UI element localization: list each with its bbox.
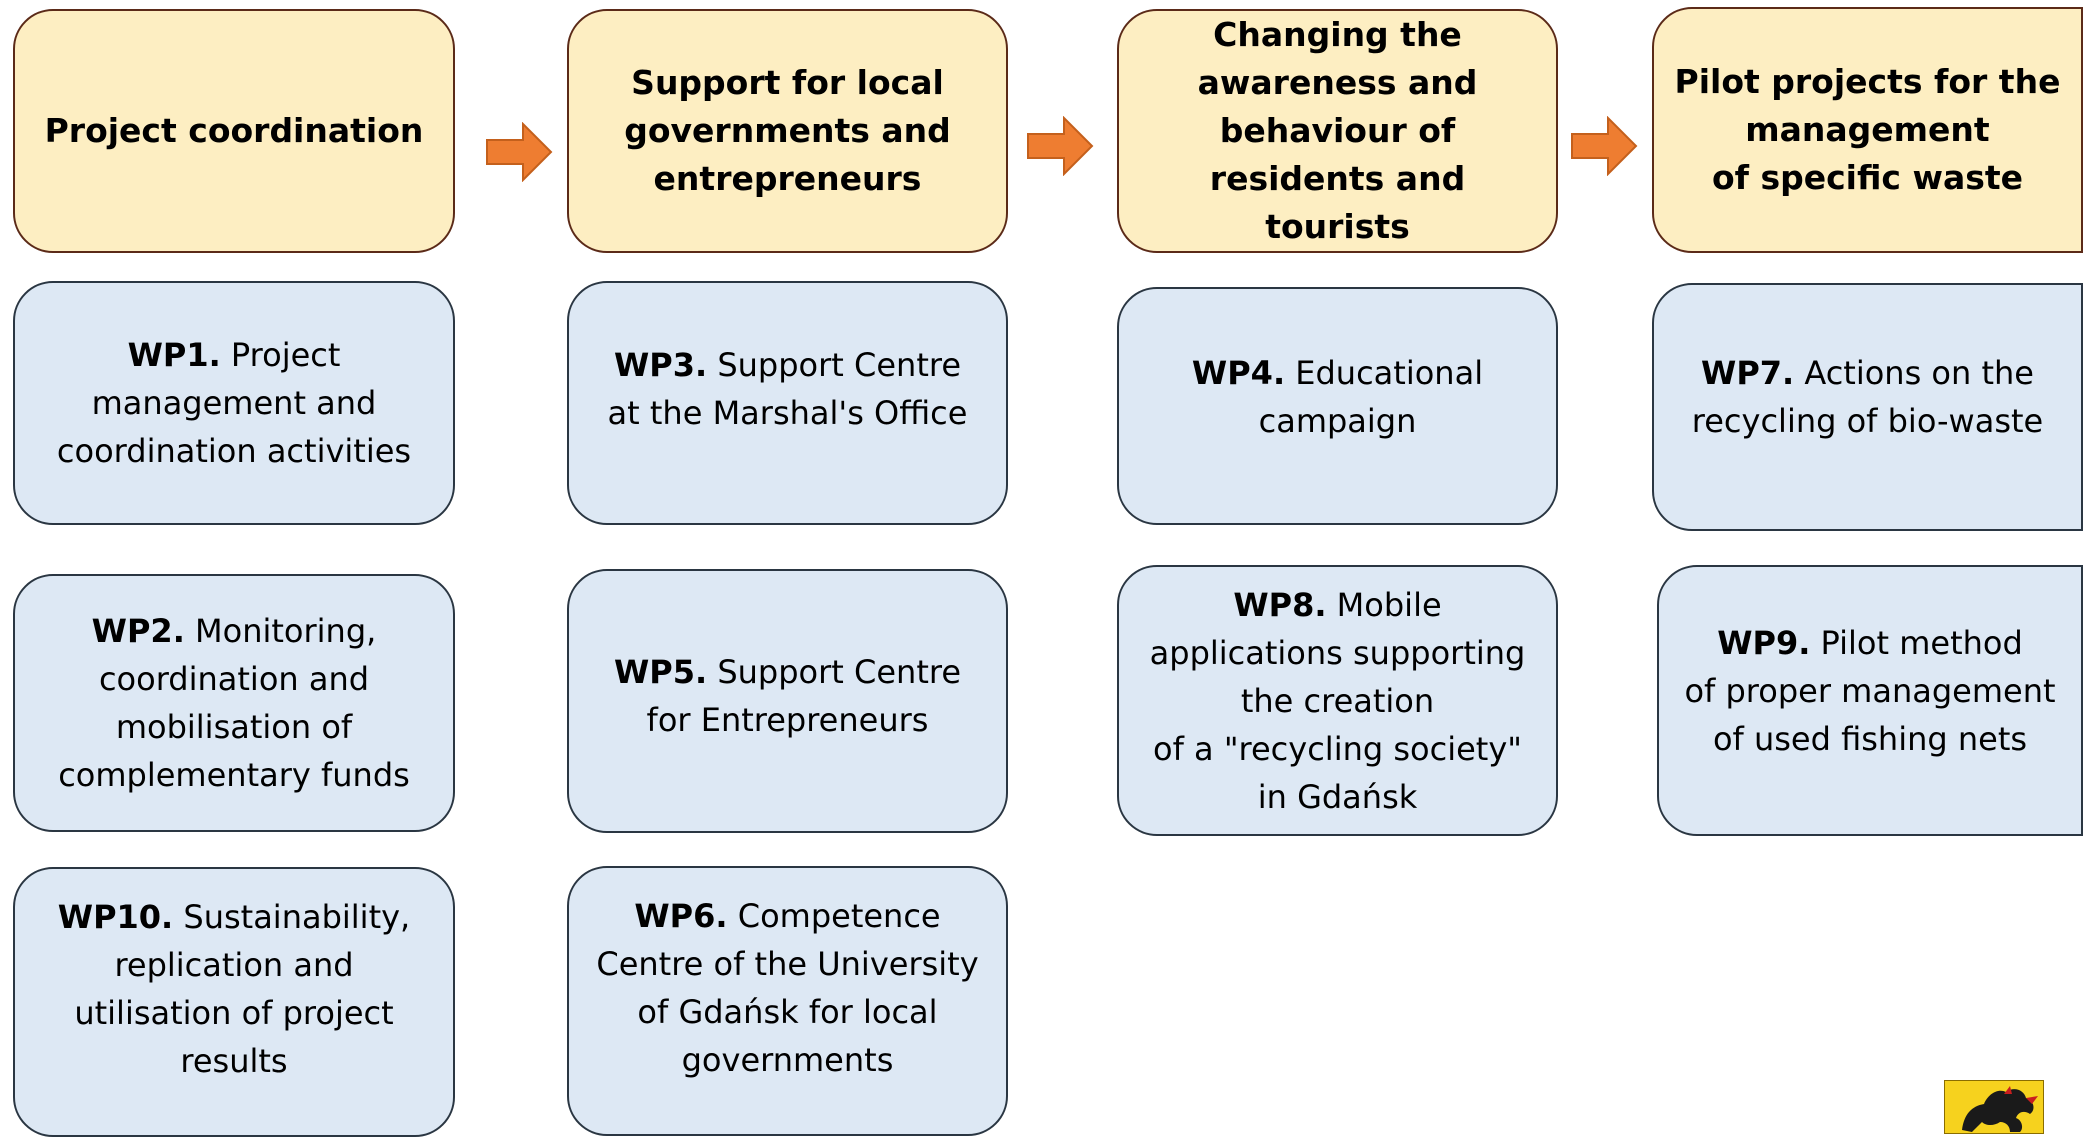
header-label: Project coordination: [44, 111, 424, 150]
right-arrow-icon: [486, 122, 553, 182]
right-arrow-icon: [1027, 116, 1094, 176]
right-arrow-icon: [1571, 116, 1638, 176]
griffin-emblem-icon: [1944, 1080, 2044, 1134]
header-project-coordination: Project coordination: [13, 9, 455, 253]
